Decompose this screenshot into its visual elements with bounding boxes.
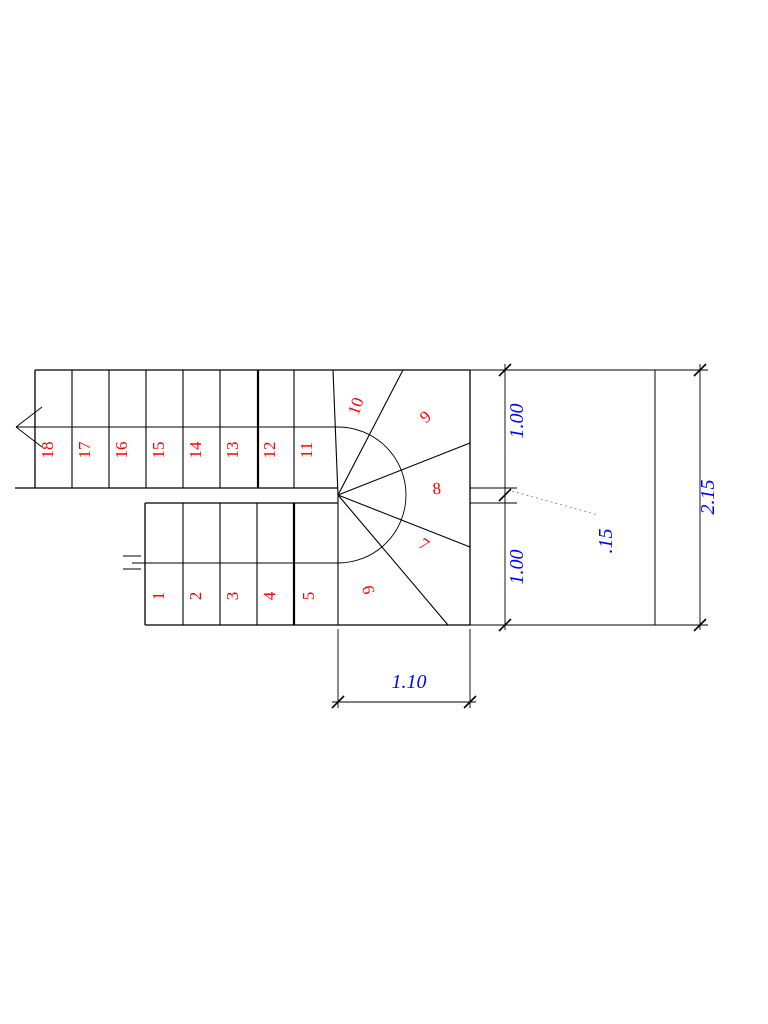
dimension-labels: 1.00 1.00 2.15 .15 1.10	[392, 404, 720, 694]
step-number-10: 10	[344, 395, 368, 417]
step-number-1: 1	[149, 592, 168, 601]
right-structure	[470, 369, 708, 626]
step-number-3: 3	[223, 592, 242, 601]
leader-line-spine-thickness	[511, 490, 599, 516]
winder-radial-lines	[332, 369, 471, 626]
dimension-tick	[498, 618, 512, 632]
lower-run-tread-lines	[182, 503, 296, 625]
dimension-lines	[331, 363, 707, 709]
step-number-12: 12	[260, 442, 279, 459]
winder-line-10-9	[337, 369, 404, 496]
direction-arrow-icon	[15, 406, 43, 428]
step-number-9: 9	[416, 407, 435, 427]
dimension-tick	[693, 618, 707, 632]
winder-line-9-8	[337, 442, 471, 496]
step-number-2: 2	[186, 592, 205, 601]
step-number-17: 17	[75, 441, 94, 459]
step-number-8: 8	[432, 479, 441, 498]
step-number-7: 7	[415, 534, 433, 555]
dimension-upper-run-width: 1.00	[506, 404, 528, 439]
dimension-lower-run-width: 1.00	[506, 550, 528, 585]
dimension-tick	[498, 363, 512, 377]
step-number-13: 13	[223, 442, 242, 459]
step-numbers: 1 2 3 4 5 6 7 8 9 10 11 12 13 14 15 16 1…	[38, 395, 441, 600]
step-number-11: 11	[297, 442, 316, 458]
step-number-4: 4	[260, 591, 279, 600]
winder-line-8-7	[337, 494, 471, 548]
dimension-tick	[331, 695, 345, 709]
step-number-15: 15	[149, 442, 168, 459]
dimension-tick	[463, 695, 477, 709]
upper-run-tread-lines	[71, 370, 295, 488]
dimension-tick	[693, 363, 707, 377]
step-number-5: 5	[299, 592, 318, 601]
winder-line-7-6	[337, 494, 449, 626]
dimension-total-width: 2.15	[697, 480, 719, 515]
dimension-tick	[498, 488, 512, 502]
winder-line-11-10	[332, 369, 339, 496]
step-number-18: 18	[38, 442, 57, 459]
stair-outline	[15, 369, 471, 626]
step-number-16: 16	[112, 442, 131, 459]
walkline-arc	[337, 426, 407, 564]
dimension-spine-thickness: .15	[595, 529, 617, 554]
step-number-6: 6	[358, 583, 378, 596]
dimension-winder-depth: 1.10	[392, 671, 427, 693]
walkline	[15, 406, 407, 570]
step-number-14: 14	[186, 441, 205, 459]
direction-arrow-icon	[15, 426, 43, 448]
